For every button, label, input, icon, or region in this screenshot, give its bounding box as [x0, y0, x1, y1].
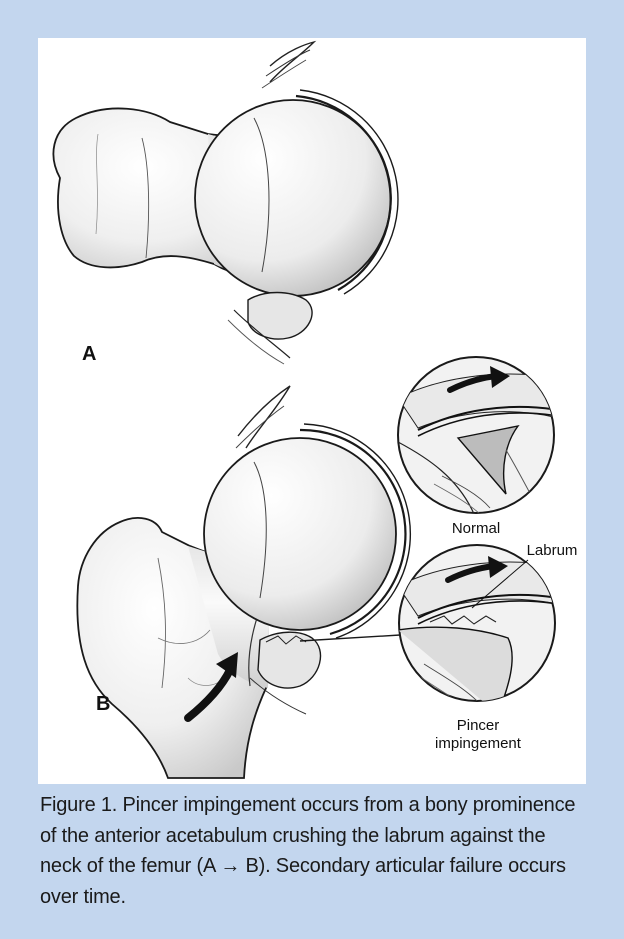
label-normal: Normal: [452, 520, 500, 537]
label-pincer-line2: impingement: [435, 735, 522, 752]
inset-normal: [398, 357, 558, 516]
inset-pincer: [398, 545, 558, 714]
anatomy-illustration: A: [38, 38, 586, 784]
label-labrum: Labrum: [527, 542, 578, 559]
femur-a: [53, 42, 398, 364]
femur-b: [77, 386, 410, 778]
label-pincer-line1: Pincer: [457, 717, 500, 734]
figure-caption: Figure 1. Pincer impingement occurs from…: [40, 790, 588, 912]
label-b: B: [96, 693, 110, 715]
illustration-panel: A: [38, 38, 586, 784]
label-a: A: [82, 343, 96, 365]
